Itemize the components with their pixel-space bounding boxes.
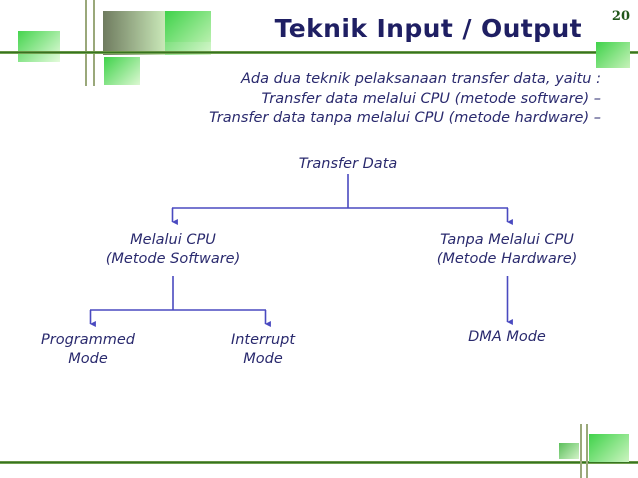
deco-square-large-right [165,11,211,42]
node-tanpa-melalui-cpu: Tanpa Melalui CPU (Metode Hardware) [437,231,578,269]
deco-vertical-line-b [93,0,95,86]
page-number: 20 [611,9,630,24]
node-interrupt-mode: Interrupt Mode [231,331,295,369]
node-melalui-cpu-sublabel: (Metode Software) [105,251,241,267]
node-programmed-mode-sublabel: Mode [68,351,108,367]
node-transfer-data: Transfer Data [299,155,398,174]
deco-square-bottom-large [589,434,629,462]
deco-vertical-line-d [586,424,588,478]
node-programmed-mode-label: Programmed [40,332,136,348]
deco-square-below-rule [104,57,140,85]
node-tanpa-melalui-cpu-sublabel: (Metode Hardware) [436,251,578,267]
deco-square-large [103,11,165,55]
node-programmed-mode: Programmed Mode [41,331,135,369]
node-interrupt-mode-sublabel: Mode [243,351,283,367]
page-title: Teknik Input / Output [274,14,582,43]
footer-rule [0,461,638,464]
subtitle-line-2: Transfer data melalui CPU (metode softwa… [261,90,601,107]
subtitle-line-1: Ada dua teknik pelaksanaan transfer data… [241,71,601,87]
node-dma-mode: DMA Mode [468,328,546,347]
deco-vertical-line-a [85,0,87,86]
node-transfer-data-label: Transfer Data [298,156,398,172]
node-interrupt-mode-label: Interrupt [230,332,296,348]
node-dma-mode-label: DMA Mode [468,329,546,345]
subtitle-line-3: Transfer data tanpa melalui CPU (metode … [209,110,601,126]
header-rule [0,51,638,54]
subtitle-block: Ada dua teknik pelaksanaan transfer data… [81,70,601,129]
node-tanpa-melalui-cpu-label: Tanpa Melalui CPU [440,232,574,248]
deco-vertical-line-c [580,424,582,478]
node-melalui-cpu: Melalui CPU (Metode Software) [106,231,241,269]
node-melalui-cpu-label: Melalui CPU [130,232,216,248]
deco-square-small-left [18,31,60,62]
deco-square-top-right [596,42,630,68]
deco-square-bottom-small [559,443,579,459]
